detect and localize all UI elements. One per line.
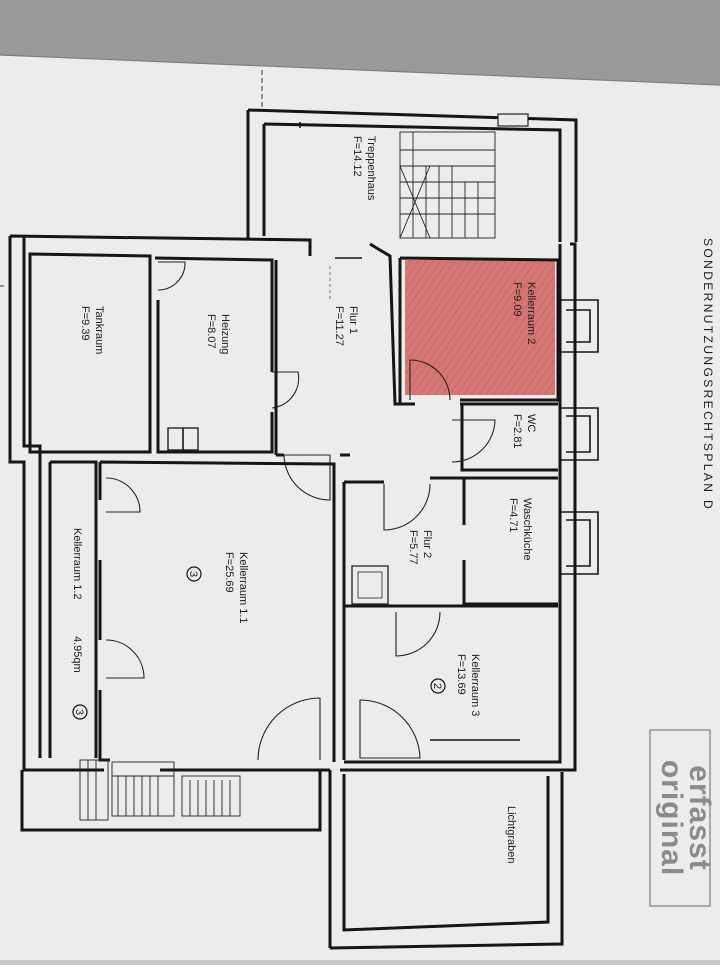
stamp-line-2: erfasst bbox=[683, 765, 716, 870]
svg-text:F=14.12: F=14.12 bbox=[351, 136, 363, 177]
svg-text:F=25.69: F=25.69 bbox=[223, 552, 235, 593]
plan-title: SONDERNUTZUNGSRECHTSPLAN D bbox=[701, 238, 715, 511]
label-treppenhaus: Treppenhaus F=14.12 bbox=[351, 136, 377, 201]
marker-circle-kellerraum-1-2 bbox=[72, 704, 88, 720]
lower-stairs bbox=[79, 759, 241, 821]
svg-text:F=9.39: F=9.39 bbox=[79, 306, 91, 341]
svg-text:Waschküche: Waschküche bbox=[521, 498, 533, 561]
wc-room bbox=[451, 402, 599, 472]
svg-text:Treppenhaus: Treppenhaus bbox=[365, 136, 377, 201]
outer-walls bbox=[8, 234, 577, 772]
svg-text:F=9.09: F=9.09 bbox=[511, 282, 523, 317]
label-flur-2: Flur 2 F=5.77 bbox=[407, 530, 433, 565]
flur-2-room bbox=[342, 480, 558, 760]
label-kellerraum-1-2: Kellerraum 1.2 4.95qm bbox=[71, 528, 83, 673]
svg-text:4.95qm: 4.95qm bbox=[71, 636, 83, 673]
svg-text:Flur 2: Flur 2 bbox=[421, 530, 433, 558]
svg-text:F=5.77: F=5.77 bbox=[407, 530, 419, 565]
stamp-line-1: original bbox=[655, 760, 688, 876]
paper-sheet bbox=[0, 55, 720, 960]
heizung-room bbox=[154, 256, 300, 454]
label-wc: WC F=2.81 bbox=[511, 414, 537, 449]
svg-text:Kellerraum 1.2: Kellerraum 1.2 bbox=[71, 528, 83, 600]
svg-text:F=2.81: F=2.81 bbox=[511, 414, 523, 449]
label-tankraum: Tankraum F=9.39 bbox=[79, 306, 105, 354]
tankraum-room bbox=[28, 252, 152, 454]
marker-circle-kellerraum-3 bbox=[430, 678, 446, 694]
stamp-box: original erfasst bbox=[649, 729, 716, 907]
svg-text:Lichtgraben: Lichtgraben bbox=[505, 806, 517, 864]
svg-text:F=4.71: F=4.71 bbox=[507, 498, 519, 533]
treppenhaus-room bbox=[246, 108, 578, 242]
page-edge-shadow bbox=[0, 0, 720, 85]
treppenhaus-stairs bbox=[399, 131, 496, 239]
label-flur-1: Flur 1 F=11.27 bbox=[333, 306, 359, 346]
marker-kellerraum-3: 2 bbox=[431, 683, 443, 689]
kellerraum-1-2-room bbox=[48, 460, 98, 758]
svg-text:Kellerraum 2: Kellerraum 2 bbox=[525, 282, 537, 344]
kellerraum-3-room bbox=[359, 611, 520, 759]
svg-text:Flur 1: Flur 1 bbox=[347, 306, 359, 334]
label-kellerraum-2: Kellerraum 2 F=9.09 bbox=[511, 282, 537, 344]
svg-text:WC: WC bbox=[525, 414, 537, 432]
svg-text:F=13.69: F=13.69 bbox=[455, 654, 467, 695]
marker-kellerraum-1-1: 3 bbox=[187, 571, 199, 577]
label-lichtgraben: Lichtgraben bbox=[505, 806, 517, 864]
svg-text:F=11.27: F=11.27 bbox=[333, 306, 345, 346]
room-labels: Treppenhaus F=14.12 Kellerraum 2 F=9.09 … bbox=[71, 136, 537, 864]
lichtgraben-area bbox=[328, 770, 564, 950]
label-heizung: Heizung F=8.07 bbox=[205, 314, 231, 354]
waschkueche-room bbox=[430, 476, 599, 606]
kellerraum-1-1-room bbox=[98, 460, 336, 762]
svg-text:Heizung: Heizung bbox=[219, 314, 231, 354]
label-kellerraum-3: Kellerraum 3 F=13.69 bbox=[455, 654, 481, 716]
svg-text:Kellerraum 1.1: Kellerraum 1.1 bbox=[237, 552, 249, 624]
marker-circle-kellerraum-1-1 bbox=[186, 566, 202, 582]
kellerraum-2-room bbox=[398, 256, 599, 404]
lower-outer-wall bbox=[20, 770, 322, 832]
svg-text:Kellerraum 3: Kellerraum 3 bbox=[469, 654, 481, 716]
label-waschkueche: Waschküche F=4.71 bbox=[507, 498, 533, 561]
label-kellerraum-1-1: Kellerraum 1.1 F=25.69 bbox=[223, 552, 249, 624]
svg-text:Tankraum: Tankraum bbox=[93, 306, 105, 354]
svg-text:F=8.07: F=8.07 bbox=[205, 314, 217, 349]
marker-kellerraum-1-2: 3 bbox=[73, 709, 85, 715]
